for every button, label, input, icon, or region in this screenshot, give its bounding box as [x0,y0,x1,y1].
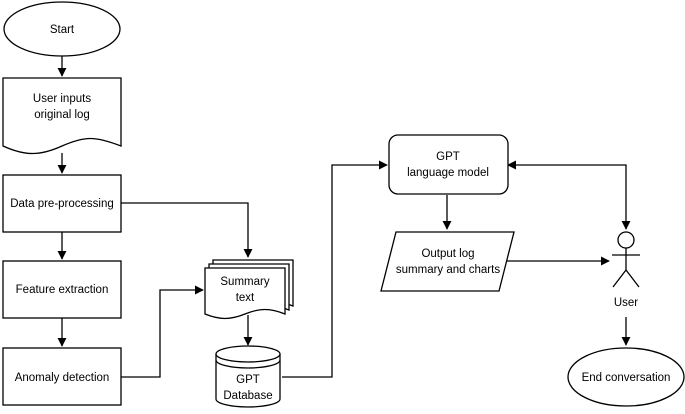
gpt-database-label-line2: Database [223,390,272,402]
feature-extraction-label: Feature extraction [16,284,109,296]
end-node: End conversation [567,347,685,407]
user-actor-node: User [612,231,640,309]
preprocessing-label: Data pre-processing [10,198,114,210]
summary-label-line1: Summary [220,276,269,288]
gpt-language-model-node: GPT language model [388,134,509,195]
edges [57,56,631,378]
user-actor-label: User [614,297,638,309]
output-node: Output log summary and charts [380,231,515,292]
anomaly-detection-node: Anomaly detection [2,347,122,406]
user-input-node: User inputs original log [2,77,122,155]
output-label-line1: Output log [421,248,474,260]
user-input-label-line2: original log [34,109,90,121]
end-label: End conversation [582,372,671,384]
edge-anomaly-to-summary [121,285,204,378]
user-input-label-line1: User inputs [33,93,91,105]
start-label: Start [50,24,75,36]
summary-label-line2: text [236,292,255,304]
gpt-model-label-line2: language model [407,167,489,179]
output-label-line2: summary and charts [396,264,500,276]
stick-figure-icon [612,231,640,288]
summary-text-node: Summary text [204,259,294,320]
edge-gpt-model-user-bidirectional [507,160,631,230]
anomaly-detection-label: Anomaly detection [15,372,110,384]
edge-preprocessing-to-summary [121,202,253,258]
preprocessing-node: Data pre-processing [2,174,122,233]
feature-extraction-node: Feature extraction [2,260,122,319]
start-node: Start [3,1,121,57]
edge-database-to-gpt-model [282,160,388,378]
gpt-model-label-line1: GPT [436,151,460,163]
gpt-database-node: GPT Database [215,345,281,408]
gpt-database-label-line1: GPT [236,374,260,386]
